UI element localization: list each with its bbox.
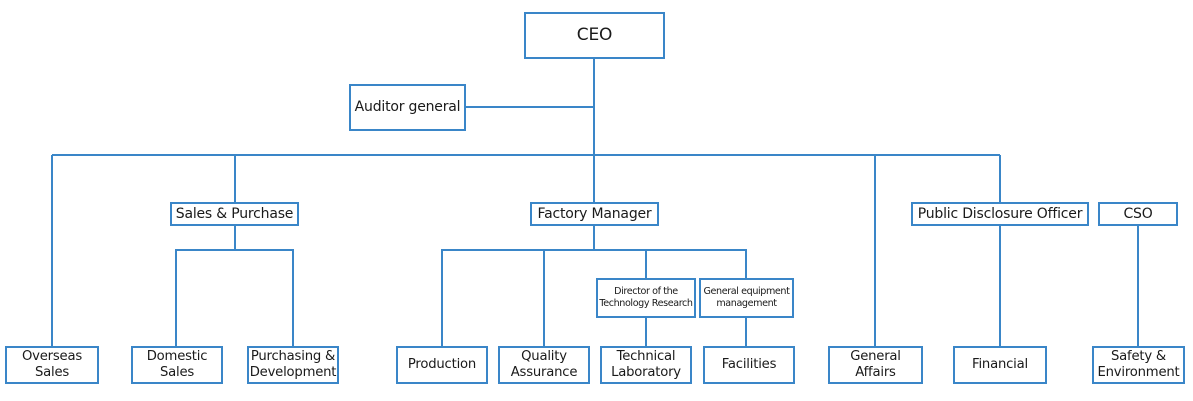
auditor-general-box: Auditor general xyxy=(349,84,466,131)
public-disclosure-officer-label: Public Disclosure Officer xyxy=(917,205,1083,222)
sales-purchase-label: Sales & Purchase xyxy=(175,205,294,222)
ceo-box: CEO xyxy=(524,12,665,59)
quality-assurance-label: Quality Assurance xyxy=(510,349,578,380)
domestic-sales-label: Domestic Sales xyxy=(146,349,208,380)
factory-manager-label: Factory Manager xyxy=(537,205,652,222)
facilities-label: Facilities xyxy=(721,357,777,373)
technical-laboratory-box: Technical Laboratory xyxy=(600,346,692,384)
general-affairs-box: General Affairs xyxy=(828,346,923,384)
general-equipment-management-label: General equipment management xyxy=(703,286,790,309)
production-box: Production xyxy=(396,346,488,384)
safety-environment-box: Safety & Environment xyxy=(1092,346,1185,384)
cso-box: CSO xyxy=(1098,202,1178,226)
purchasing-development-label: Purchasing & Development xyxy=(249,349,337,380)
factory-manager-box: Factory Manager xyxy=(530,202,659,226)
cso-label: CSO xyxy=(1123,205,1153,222)
director-tech-research-label: Director of the Technology Research xyxy=(599,286,693,309)
public-disclosure-officer-box: Public Disclosure Officer xyxy=(911,202,1089,226)
connector-sales-subtree xyxy=(175,225,294,346)
general-affairs-label: General Affairs xyxy=(850,349,901,380)
sales-purchase-box: Sales & Purchase xyxy=(170,202,299,226)
overseas-sales-label: Overseas Sales xyxy=(21,349,83,380)
safety-environment-label: Safety & Environment xyxy=(1097,349,1180,380)
financial-label: Financial xyxy=(972,357,1028,373)
general-equipment-management-box: General equipment management xyxy=(699,278,794,318)
auditor-general-label: Auditor general xyxy=(354,99,461,116)
ceo-label: CEO xyxy=(576,25,613,46)
domestic-sales-box: Domestic Sales xyxy=(131,346,223,384)
quality-assurance-box: Quality Assurance xyxy=(498,346,590,384)
director-tech-research-box: Director of the Technology Research xyxy=(596,278,696,318)
financial-box: Financial xyxy=(953,346,1047,384)
technical-laboratory-label: Technical Laboratory xyxy=(611,349,681,380)
connector-factory-subtree xyxy=(441,225,747,346)
facilities-box: Facilities xyxy=(703,346,795,384)
purchasing-development-box: Purchasing & Development xyxy=(247,346,339,384)
production-label: Production xyxy=(407,357,477,373)
overseas-sales-box: Overseas Sales xyxy=(5,346,99,384)
